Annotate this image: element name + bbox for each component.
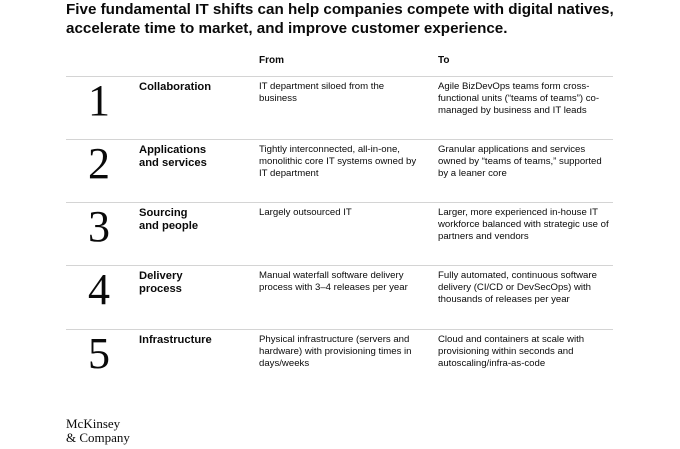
row-category: Applications and services xyxy=(139,144,207,169)
row-category: Collaboration xyxy=(139,81,212,93)
row-to: Fully automated, continuous software del… xyxy=(438,270,597,305)
table-row: 3 Sourcing and people Largely outsourced… xyxy=(66,202,613,266)
logo-line-1: McKinsey xyxy=(66,416,121,431)
row-category: Infrastructure xyxy=(139,334,212,346)
table-row: 5 Infrastructure Physical infrastructure… xyxy=(66,329,613,393)
mckinsey-logo: McKinsey & Company xyxy=(66,417,130,445)
row-number: 2 xyxy=(88,139,110,188)
row-from: Physical infrastructure (servers and har… xyxy=(259,334,412,369)
row-from: Manual waterfall software delivery proce… xyxy=(259,270,408,293)
row-to: Granular applications and services owned… xyxy=(438,144,602,179)
row-from: Largely outsourced IT xyxy=(259,207,352,218)
page-title: Five fundamental IT shifts can help comp… xyxy=(66,1,614,37)
row-number: 3 xyxy=(88,202,110,251)
table-row: 4 Delivery process Manual waterfall soft… xyxy=(66,265,613,329)
row-to: Agile BizDevOps teams form cross-functio… xyxy=(438,81,600,116)
row-category: Delivery process xyxy=(139,270,183,295)
table-row: 2 Applications and services Tightly inte… xyxy=(66,139,613,203)
table-row: 1 Collaboration IT department siloed fro… xyxy=(66,76,613,140)
row-number: 1 xyxy=(88,76,110,125)
row-from: IT department siloed from the business xyxy=(259,81,385,104)
row-category: Sourcing and people xyxy=(139,207,199,232)
row-to: Larger, more experienced in-house IT wor… xyxy=(438,207,609,242)
column-header-to: To xyxy=(438,55,450,66)
row-to: Cloud and containers at scale with provi… xyxy=(438,334,585,369)
row-from: Tightly interconnected, all-in-one, mono… xyxy=(259,144,417,179)
row-number: 4 xyxy=(88,265,110,314)
row-number: 5 xyxy=(88,329,110,378)
logo-line-2: & Company xyxy=(66,430,130,445)
column-header-from: From xyxy=(259,55,284,66)
